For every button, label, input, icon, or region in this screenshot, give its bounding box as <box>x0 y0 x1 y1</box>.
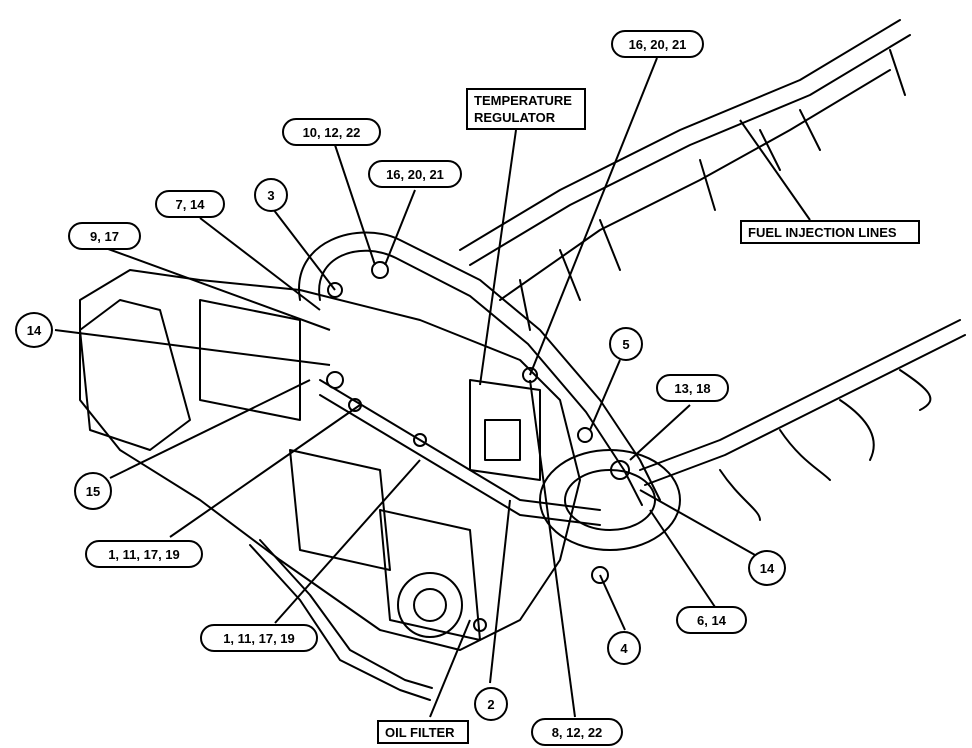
lower-fuel-rail <box>639 319 961 471</box>
callout-14-left: 14 <box>15 312 53 348</box>
pump-housing <box>539 449 681 551</box>
temperature-regulator-housing <box>469 379 541 481</box>
intake-pipe <box>298 231 661 501</box>
upper-fuel-rail <box>459 19 901 251</box>
callout-7-14: 7, 14 <box>155 190 225 218</box>
callout-fuel-injection-lines: FUEL INJECTION LINES <box>740 220 920 244</box>
callout-temperature-regulator: TEMPERATURE REGULATOR <box>466 88 586 130</box>
oil-return-pipe <box>249 544 431 701</box>
callout-4: 4 <box>607 631 641 665</box>
leader-lines <box>54 57 811 718</box>
callout-1-11-17-19-a: 1, 11, 17, 19 <box>85 540 203 568</box>
callout-13-18: 13, 18 <box>656 374 729 402</box>
temperature-regulator-line1: TEMPERATURE <box>474 93 572 108</box>
callout-2: 2 <box>474 687 508 721</box>
callout-1-11-17-19-b: 1, 11, 17, 19 <box>200 624 318 652</box>
callout-10-12-22: 10, 12, 22 <box>282 118 381 146</box>
callout-5: 5 <box>609 327 643 361</box>
callout-8-12-22: 8, 12, 22 <box>531 718 623 746</box>
callout-16-20-21-mid: 16, 20, 21 <box>368 160 462 188</box>
oil-filter-housing <box>397 572 463 638</box>
temperature-regulator-line2: REGULATOR <box>474 110 556 125</box>
callout-3: 3 <box>254 178 288 212</box>
callout-oil-filter: OIL FILTER <box>377 720 469 744</box>
callout-16-20-21-top: 16, 20, 21 <box>611 30 704 58</box>
callout-9-17: 9, 17 <box>68 222 141 250</box>
engine-block-outline <box>79 269 581 651</box>
callout-15: 15 <box>74 472 112 510</box>
callout-14-right: 14 <box>748 550 786 586</box>
callout-6-14: 6, 14 <box>676 606 747 634</box>
engine-block-left-face <box>79 299 191 451</box>
coolant-tube <box>319 379 601 511</box>
